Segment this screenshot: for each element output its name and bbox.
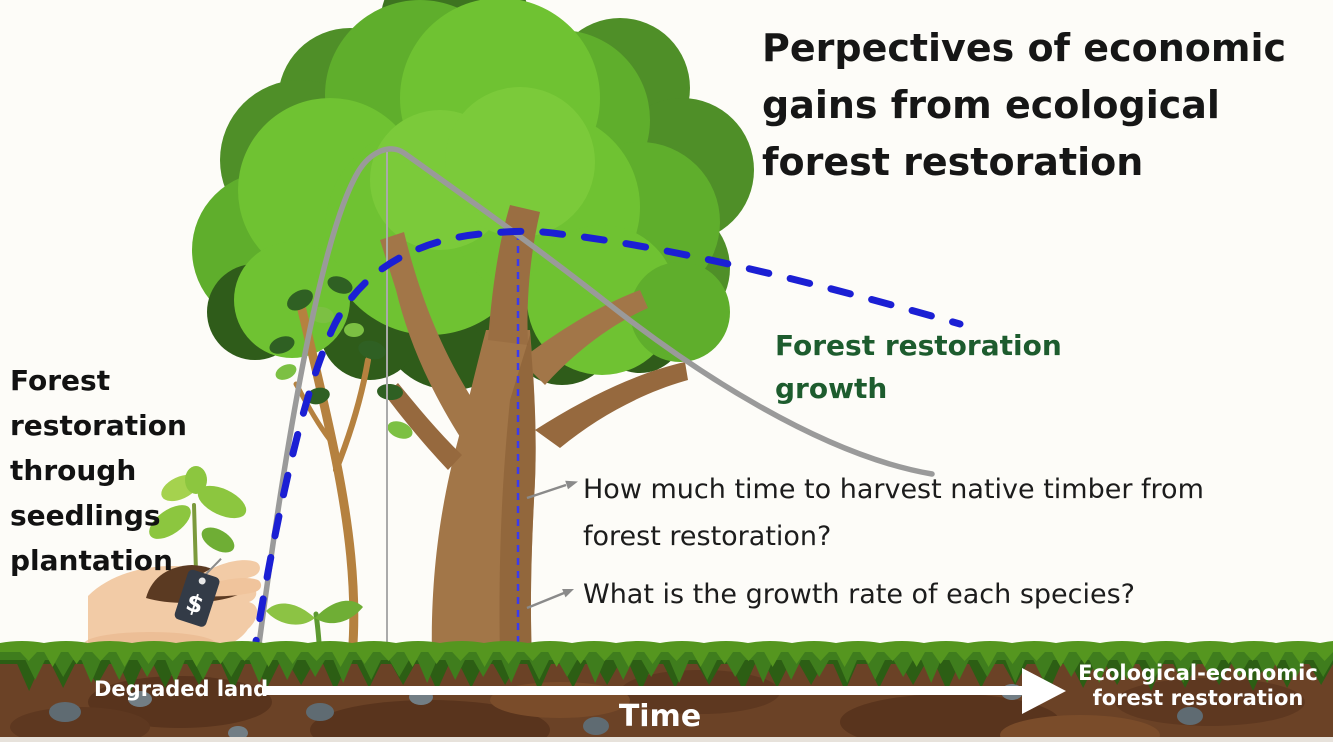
grass-highlight-layer <box>0 641 1333 667</box>
time-axis-arrow-icon <box>262 668 1066 714</box>
growth-curve <box>249 227 964 664</box>
eco-economic-restoration-label: Ecological-economic forest restoration <box>1078 661 1318 710</box>
seedlings-plantation-caption: Forest restoration through seedlings pla… <box>10 364 187 577</box>
page-title: Perpectives of economic gains from ecolo… <box>762 26 1287 184</box>
time-axis-label: Time <box>618 699 702 734</box>
sapling-illustration <box>269 276 413 663</box>
sapling-leaves <box>269 276 413 439</box>
price-tag: $ <box>174 558 222 627</box>
growth-curve-label: Forest restoration growth <box>775 329 1062 405</box>
harvest-curve <box>255 146 935 655</box>
ground <box>0 641 1333 742</box>
soil-texture <box>10 670 1305 742</box>
degraded-land-label: Degraded land <box>94 677 269 701</box>
question-growth-rate: What is the growth rate of each species? <box>583 579 1135 610</box>
question-arrow-harvest-icon <box>526 480 578 500</box>
question-arrow-growth-rate-icon <box>526 589 574 610</box>
question-harvest-time: How much time to harvest native timber f… <box>583 474 1204 552</box>
mature-tree-canopy <box>192 0 754 390</box>
seedling-in-hand <box>149 466 247 574</box>
